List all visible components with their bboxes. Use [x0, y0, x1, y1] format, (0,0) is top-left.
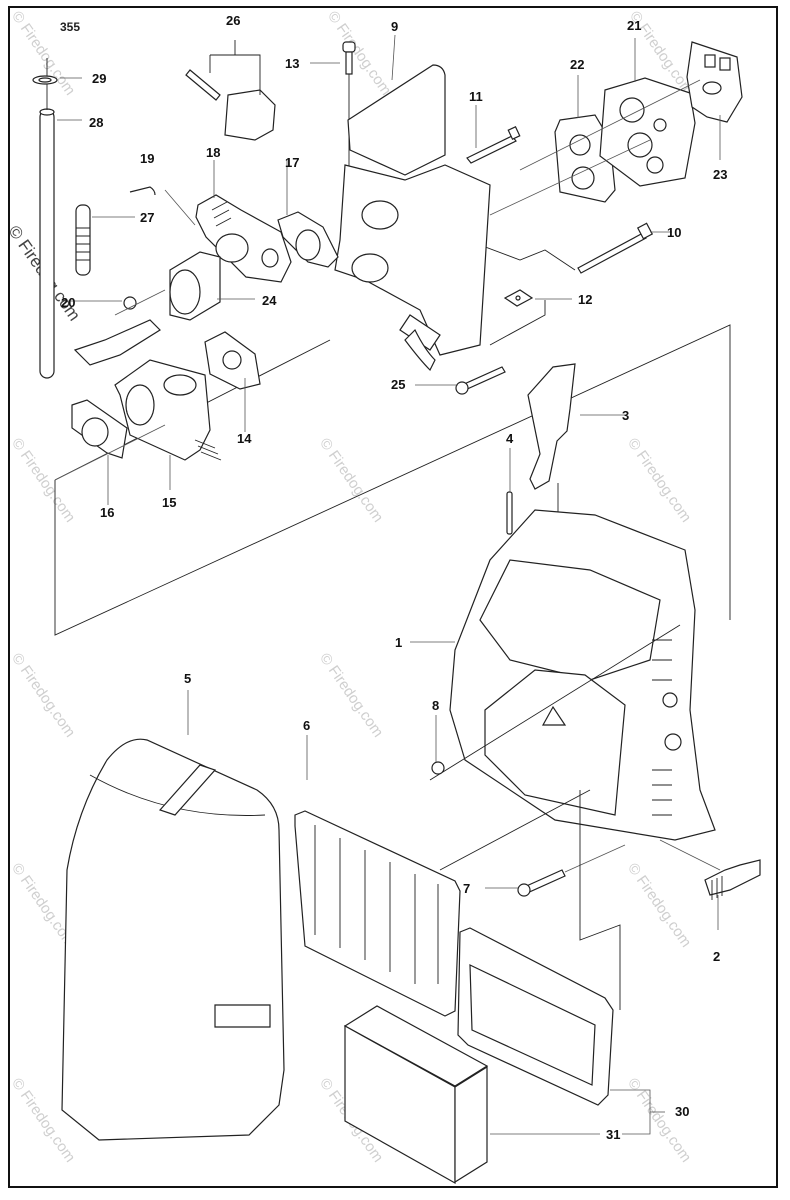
assembly-line: [429, 624, 681, 781]
part-16-gasket[interactable]: [71, 399, 128, 459]
callout-17[interactable]: 17: [285, 155, 300, 170]
callout-8[interactable]: 8: [432, 698, 440, 713]
callout-6[interactable]: 6: [303, 718, 311, 733]
assembly-bracket-line: [54, 324, 731, 636]
part-25-screw[interactable]: [455, 366, 506, 395]
part-19-throttle-link[interactable]: [129, 186, 156, 196]
callout-12[interactable]: 12: [578, 292, 593, 307]
part-4-pin[interactable]: [506, 491, 513, 535]
part-29-clip[interactable]: [32, 75, 58, 85]
part-31-filter-element[interactable]: [343, 1005, 489, 1185]
callout-18[interactable]: 18: [206, 145, 221, 160]
callout-10[interactable]: 10: [667, 225, 682, 240]
part-3-bracket[interactable]: [527, 363, 576, 490]
callout-1[interactable]: 1: [395, 635, 403, 650]
callout-9[interactable]: 9: [391, 19, 399, 34]
part-14-gasket[interactable]: [204, 331, 261, 390]
callout-15[interactable]: 15: [162, 495, 177, 510]
assembly-line: [489, 300, 546, 346]
callout-20[interactable]: 20: [61, 295, 76, 310]
part-27-spring-sleeve[interactable]: [75, 204, 91, 276]
part-21-spacer-block[interactable]: [599, 77, 696, 187]
callout-7[interactable]: 7: [463, 881, 471, 896]
assembly-line: [579, 790, 621, 1010]
callout-21[interactable]: 21: [627, 18, 642, 33]
part-5-air-filter-cover[interactable]: [61, 738, 285, 1141]
assembly-line: [659, 839, 721, 871]
callout-28[interactable]: 28: [89, 115, 104, 130]
part-26-fitting-kit[interactable]: [185, 40, 276, 141]
callout-2[interactable]: 2: [713, 949, 721, 964]
assembly-line: [564, 844, 626, 873]
callout-4[interactable]: 4: [506, 431, 514, 446]
part-15-carburetor[interactable]: [73, 319, 222, 461]
part-23-gasket[interactable]: [686, 41, 743, 123]
part-24-intake-boot[interactable]: [169, 251, 221, 321]
callout-16[interactable]: 16: [100, 505, 115, 520]
callout-31[interactable]: 31: [606, 1127, 621, 1142]
part-1-air-filter-housing[interactable]: [449, 509, 716, 841]
part-2-clip[interactable]: [704, 859, 761, 900]
callout-13[interactable]: 13: [285, 56, 300, 71]
part-22-gasket[interactable]: [554, 114, 616, 203]
part-7-screw[interactable]: [517, 869, 566, 897]
callout-23[interactable]: 23: [713, 167, 728, 182]
callout-25[interactable]: 25: [391, 377, 406, 392]
callout-29[interactable]: 29: [92, 71, 107, 86]
part-10-long-screw[interactable]: [577, 222, 654, 274]
callout-27[interactable]: 27: [140, 210, 155, 225]
part-8-nut[interactable]: [431, 761, 445, 775]
part-12-square-nut[interactable]: [503, 289, 534, 307]
part-9-engine-cover-mount[interactable]: [334, 64, 491, 372]
callout-3[interactable]: 3: [622, 408, 630, 423]
assembly-line: [519, 79, 701, 171]
part-28-rod[interactable]: [39, 108, 55, 379]
assembly-line: [114, 289, 166, 316]
callout-22[interactable]: 22: [570, 57, 585, 72]
assembly-line: [439, 789, 591, 871]
assembly-line: [489, 139, 651, 216]
part-30-filter-kit[interactable]: [457, 927, 614, 1106]
callout-19[interactable]: 19: [140, 151, 155, 166]
leader-lines: [57, 34, 721, 1135]
diagram-number: 355: [60, 20, 81, 34]
callout-11[interactable]: 11: [469, 89, 483, 104]
callout-26[interactable]: 26: [226, 13, 241, 28]
part-6-filter-grille[interactable]: [294, 810, 461, 1017]
callout-30[interactable]: 30: [675, 1104, 690, 1119]
callout-24[interactable]: 24: [262, 293, 277, 308]
part-18-intake-adapter[interactable]: [195, 194, 292, 283]
part-17-gasket[interactable]: [277, 211, 339, 268]
callout-5[interactable]: 5: [184, 671, 192, 686]
callout-14[interactable]: 14: [237, 431, 252, 446]
diagram-frame: [8, 6, 778, 1188]
assembly-line: [54, 424, 166, 481]
part-11-long-screw[interactable]: [466, 125, 521, 164]
